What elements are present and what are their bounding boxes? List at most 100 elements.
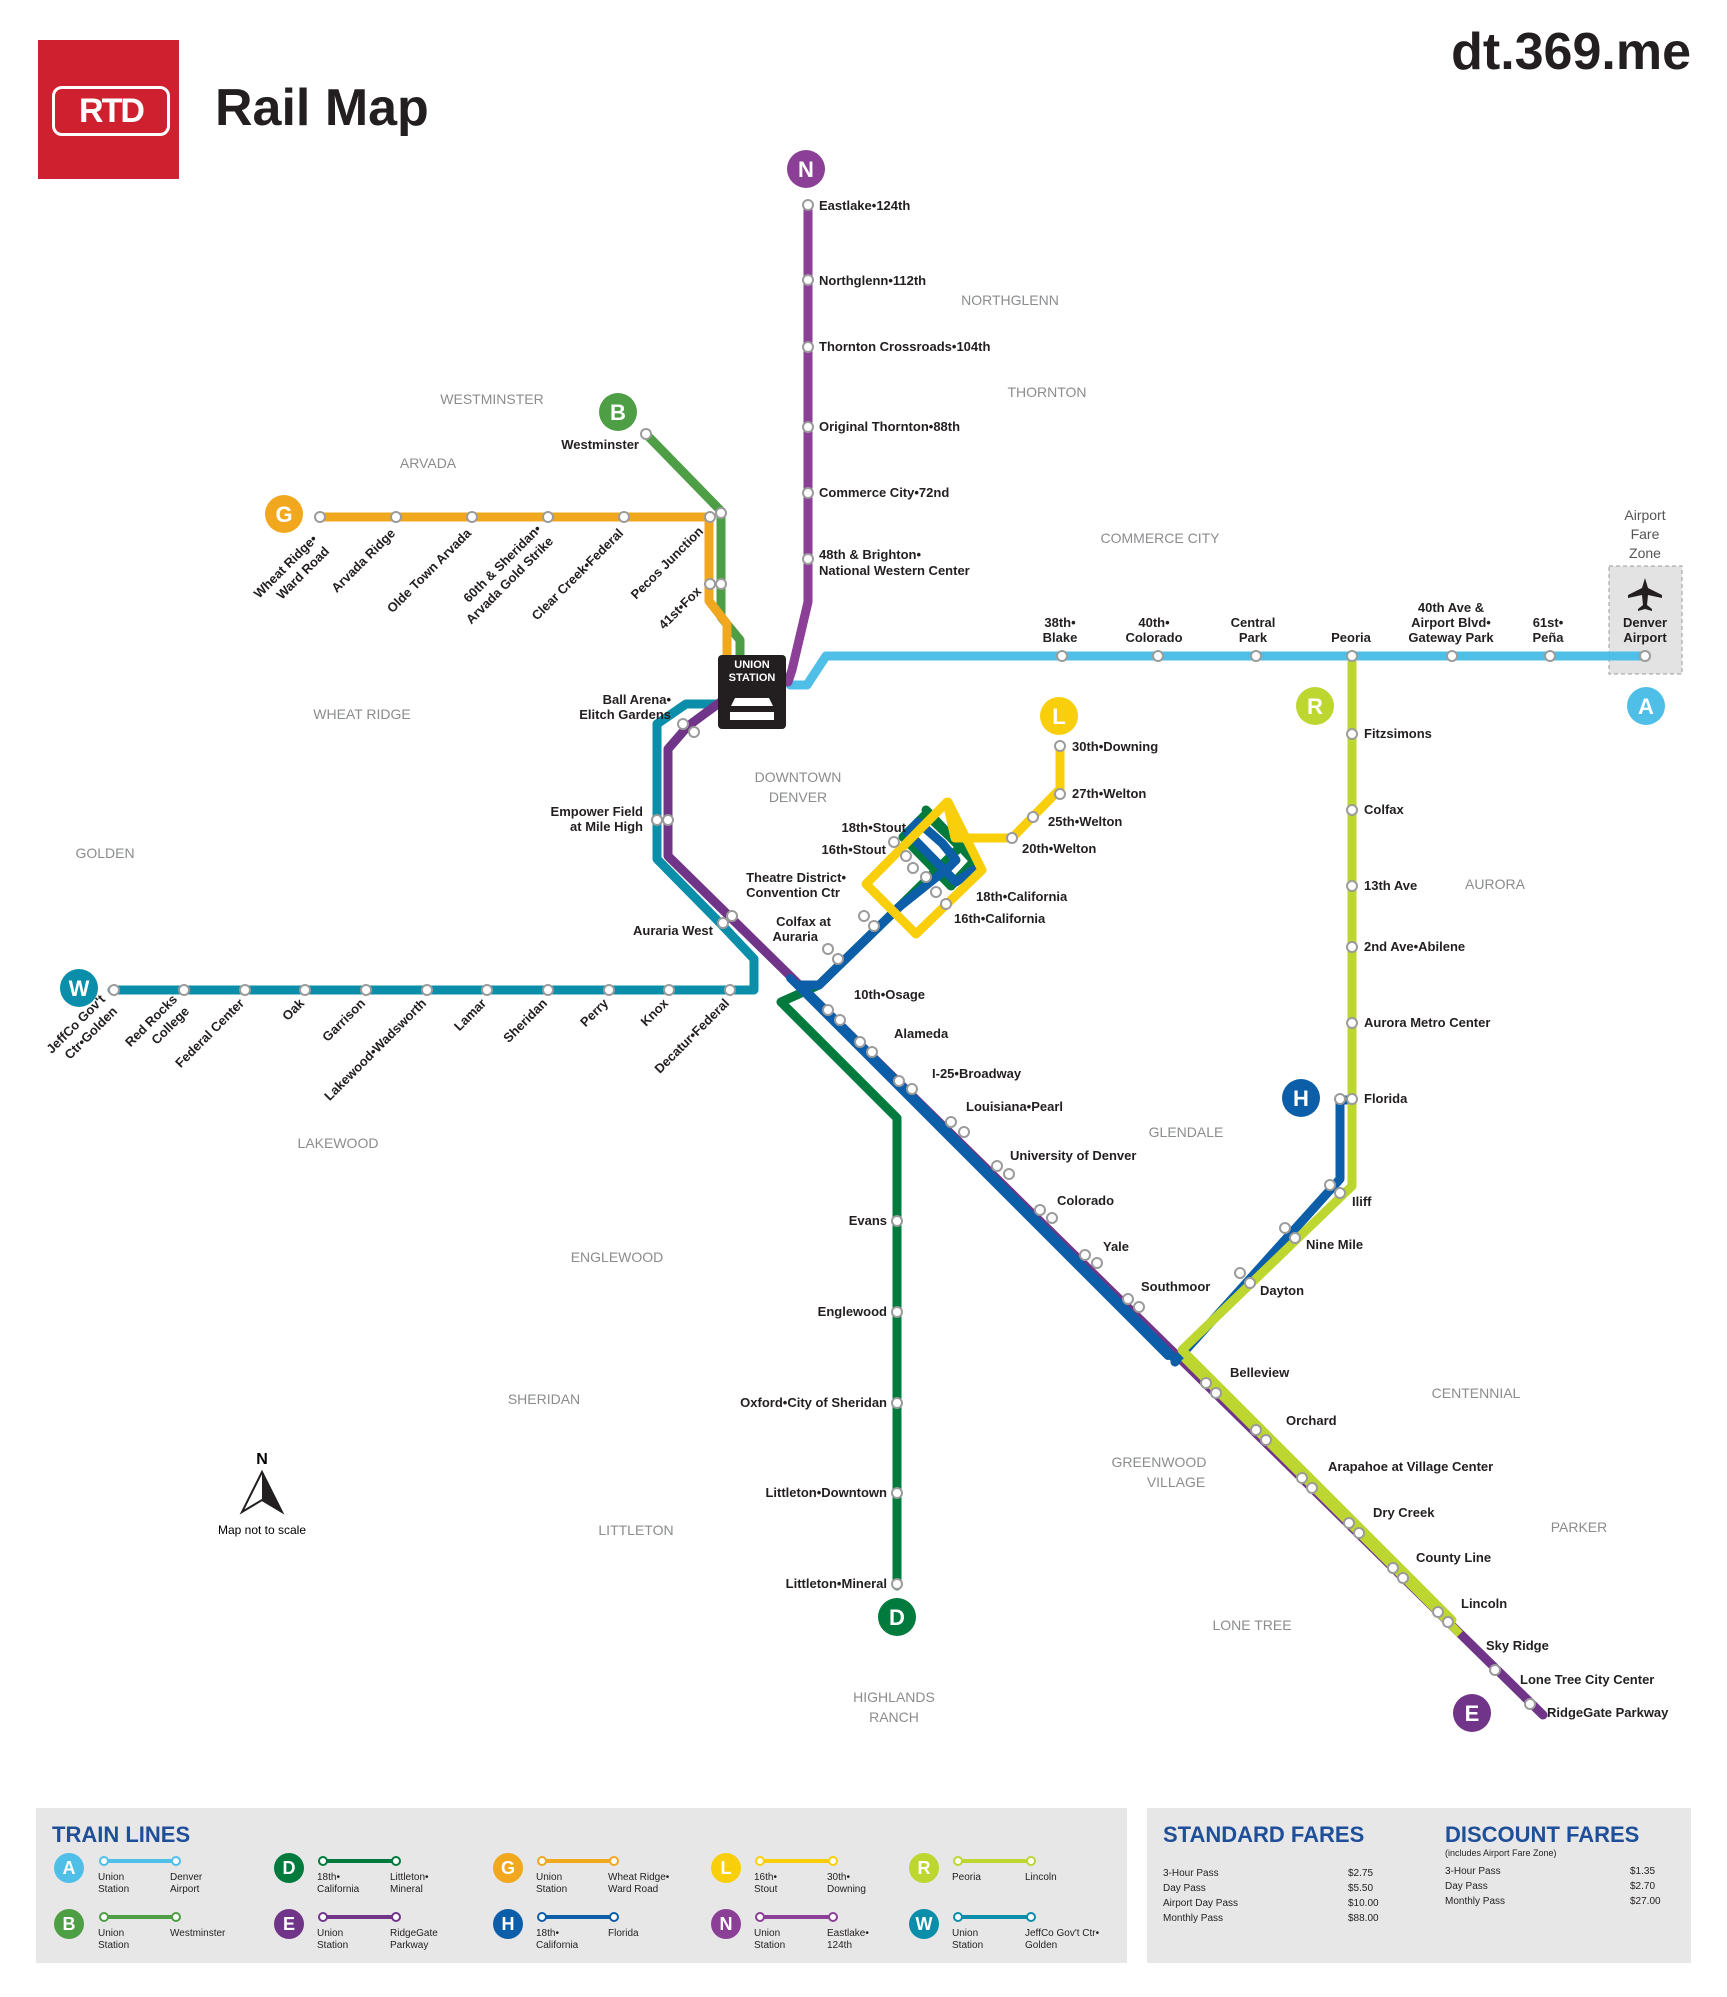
station-label: Oak (279, 995, 308, 1024)
area-labels: NORTHGLENN THORNTON WESTMINSTER ARVADA C… (75, 292, 1607, 1725)
station-label: 20th•Welton (1022, 841, 1096, 856)
rtd-logo-text: RTD (52, 86, 170, 136)
legend-w-to: JeffCo Gov't Ctr•Golden (1025, 1928, 1100, 1951)
station-label: Park (1239, 630, 1268, 645)
area-label: WHEAT RIDGE (313, 706, 411, 722)
station-label: Original Thornton•88th (819, 419, 960, 434)
area-label: RANCH (869, 1709, 919, 1725)
svg-text:W: W (916, 1914, 933, 1934)
badge-n-label: N (798, 157, 814, 182)
legend-d-to: Littleton•Mineral (390, 1872, 429, 1895)
station-label: Lincoln (1461, 1596, 1507, 1611)
station-label: Central (1231, 615, 1276, 630)
svg-text:D: D (283, 1858, 296, 1878)
area-label: GREENWOOD (1112, 1454, 1207, 1470)
area-label: GLENDALE (1149, 1124, 1224, 1140)
svg-text:H: H (502, 1914, 515, 1934)
station-label: Airport (1623, 630, 1667, 645)
fares-panel: STANDARD FARES DISCOUNT FARES (includes … (1147, 1808, 1691, 1963)
station-label: Arapahoe at Village Center (1328, 1459, 1493, 1474)
svg-text:A: A (63, 1858, 76, 1878)
station-label: Garrison (319, 995, 368, 1044)
station-label: RidgeGate Parkway (1547, 1705, 1669, 1720)
station-label: Convention Ctr (746, 885, 840, 900)
line-g-path (315, 512, 732, 665)
union-station-label: STATION (729, 672, 776, 684)
badge-a-label: A (1638, 694, 1654, 719)
area-label: DOWNTOWN (755, 769, 842, 785)
station-label: 41st•Fox (656, 583, 705, 632)
station-label: Arvada Ridge (328, 526, 398, 596)
badge-h (1282, 1079, 1320, 1117)
line-h-corridor (786, 974, 1172, 1360)
station-label: Perry (577, 995, 612, 1030)
station-label: Florida (1364, 1091, 1408, 1106)
station-label: Empower Field (551, 804, 644, 819)
badge-r-label: R (1307, 694, 1323, 719)
badge-w-label: W (69, 976, 90, 1001)
station-label: Auraria West (633, 923, 714, 938)
fare-row: 3-Hour Pass$1.35 (1445, 1866, 1656, 1877)
station-label: 18th•Stout (842, 820, 907, 835)
airport-zone-label: Airport Fare Zone (1624, 507, 1665, 561)
station-label: Colfax (1364, 802, 1405, 817)
station-label: Evans (849, 1213, 887, 1228)
badge-e-label: E (1465, 1701, 1480, 1726)
line-w-path (107, 699, 759, 995)
station-label: Lone Tree City Center (1520, 1672, 1654, 1687)
union-station-icon (718, 655, 786, 729)
station-label: 40th Ave & (1418, 600, 1484, 615)
scale-note: Map not to scale (218, 1523, 306, 1537)
train-lines-title: TRAIN LINES (52, 1822, 191, 1847)
legend-g-to: Wheat Ridge•Ward Road (608, 1872, 670, 1895)
badge-g-label: G (275, 502, 292, 527)
station-label: 40th• (1138, 615, 1170, 630)
station-label: Sheridan (500, 995, 550, 1045)
station-label: 13th Ave (1364, 878, 1417, 893)
station-label: Fitzsimons (1364, 726, 1432, 741)
fare-row: Monthly Pass$88.00 (1163, 1913, 1379, 1924)
area-label: THORNTON (1007, 384, 1086, 400)
station-label: Colfax at (776, 914, 832, 929)
badge-l-label: L (1052, 704, 1065, 729)
station-label: 2nd Ave•Abilene (1364, 939, 1465, 954)
station-label: Alameda (894, 1026, 949, 1041)
svg-text:Airport: Airport (1624, 507, 1665, 523)
area-label: LONE TREE (1212, 1617, 1291, 1633)
station-label: Blake (1043, 630, 1078, 645)
station-dots (108, 199, 1651, 1710)
airplane-icon (1628, 578, 1662, 611)
badge-l (1040, 697, 1078, 735)
area-label: LITTLETON (598, 1522, 673, 1538)
area-label: DENVER (769, 789, 827, 805)
area-label: WESTMINSTER (440, 391, 543, 407)
svg-text:N: N (720, 1914, 733, 1934)
area-label: AURORA (1465, 876, 1526, 892)
compass-letter: N (256, 1451, 268, 1468)
station-label: 10th•Osage (854, 987, 925, 1002)
area-label: GOLDEN (75, 845, 134, 861)
line-badges: N B G A R L W H D E (60, 150, 1665, 1732)
svg-text:Fare: Fare (1631, 526, 1660, 542)
station-label: Iliff (1352, 1194, 1372, 1209)
area-label: NORTHGLENN (961, 292, 1059, 308)
badge-a (1627, 687, 1665, 725)
badge-b (599, 393, 637, 431)
svg-text:R: R (918, 1858, 931, 1878)
station-label: Aurora Metro Center (1364, 1015, 1490, 1030)
discount-fares-note: (includes Airport Fare Zone) (1445, 1848, 1557, 1858)
station-label: Peoria (1331, 630, 1372, 645)
line-n-path (783, 200, 813, 687)
station-label: Commerce City•72nd (819, 485, 949, 500)
station-label: Lakewood•Wadsworth (321, 995, 429, 1103)
station-label: Ball Arena• (603, 692, 672, 707)
station-label: County Line (1416, 1550, 1491, 1565)
station-label: Airport Blvd• (1411, 615, 1491, 630)
station-label: Oxford•City of Sheridan (740, 1395, 887, 1410)
fare-row: Monthly Pass$27.00 (1445, 1896, 1661, 1907)
